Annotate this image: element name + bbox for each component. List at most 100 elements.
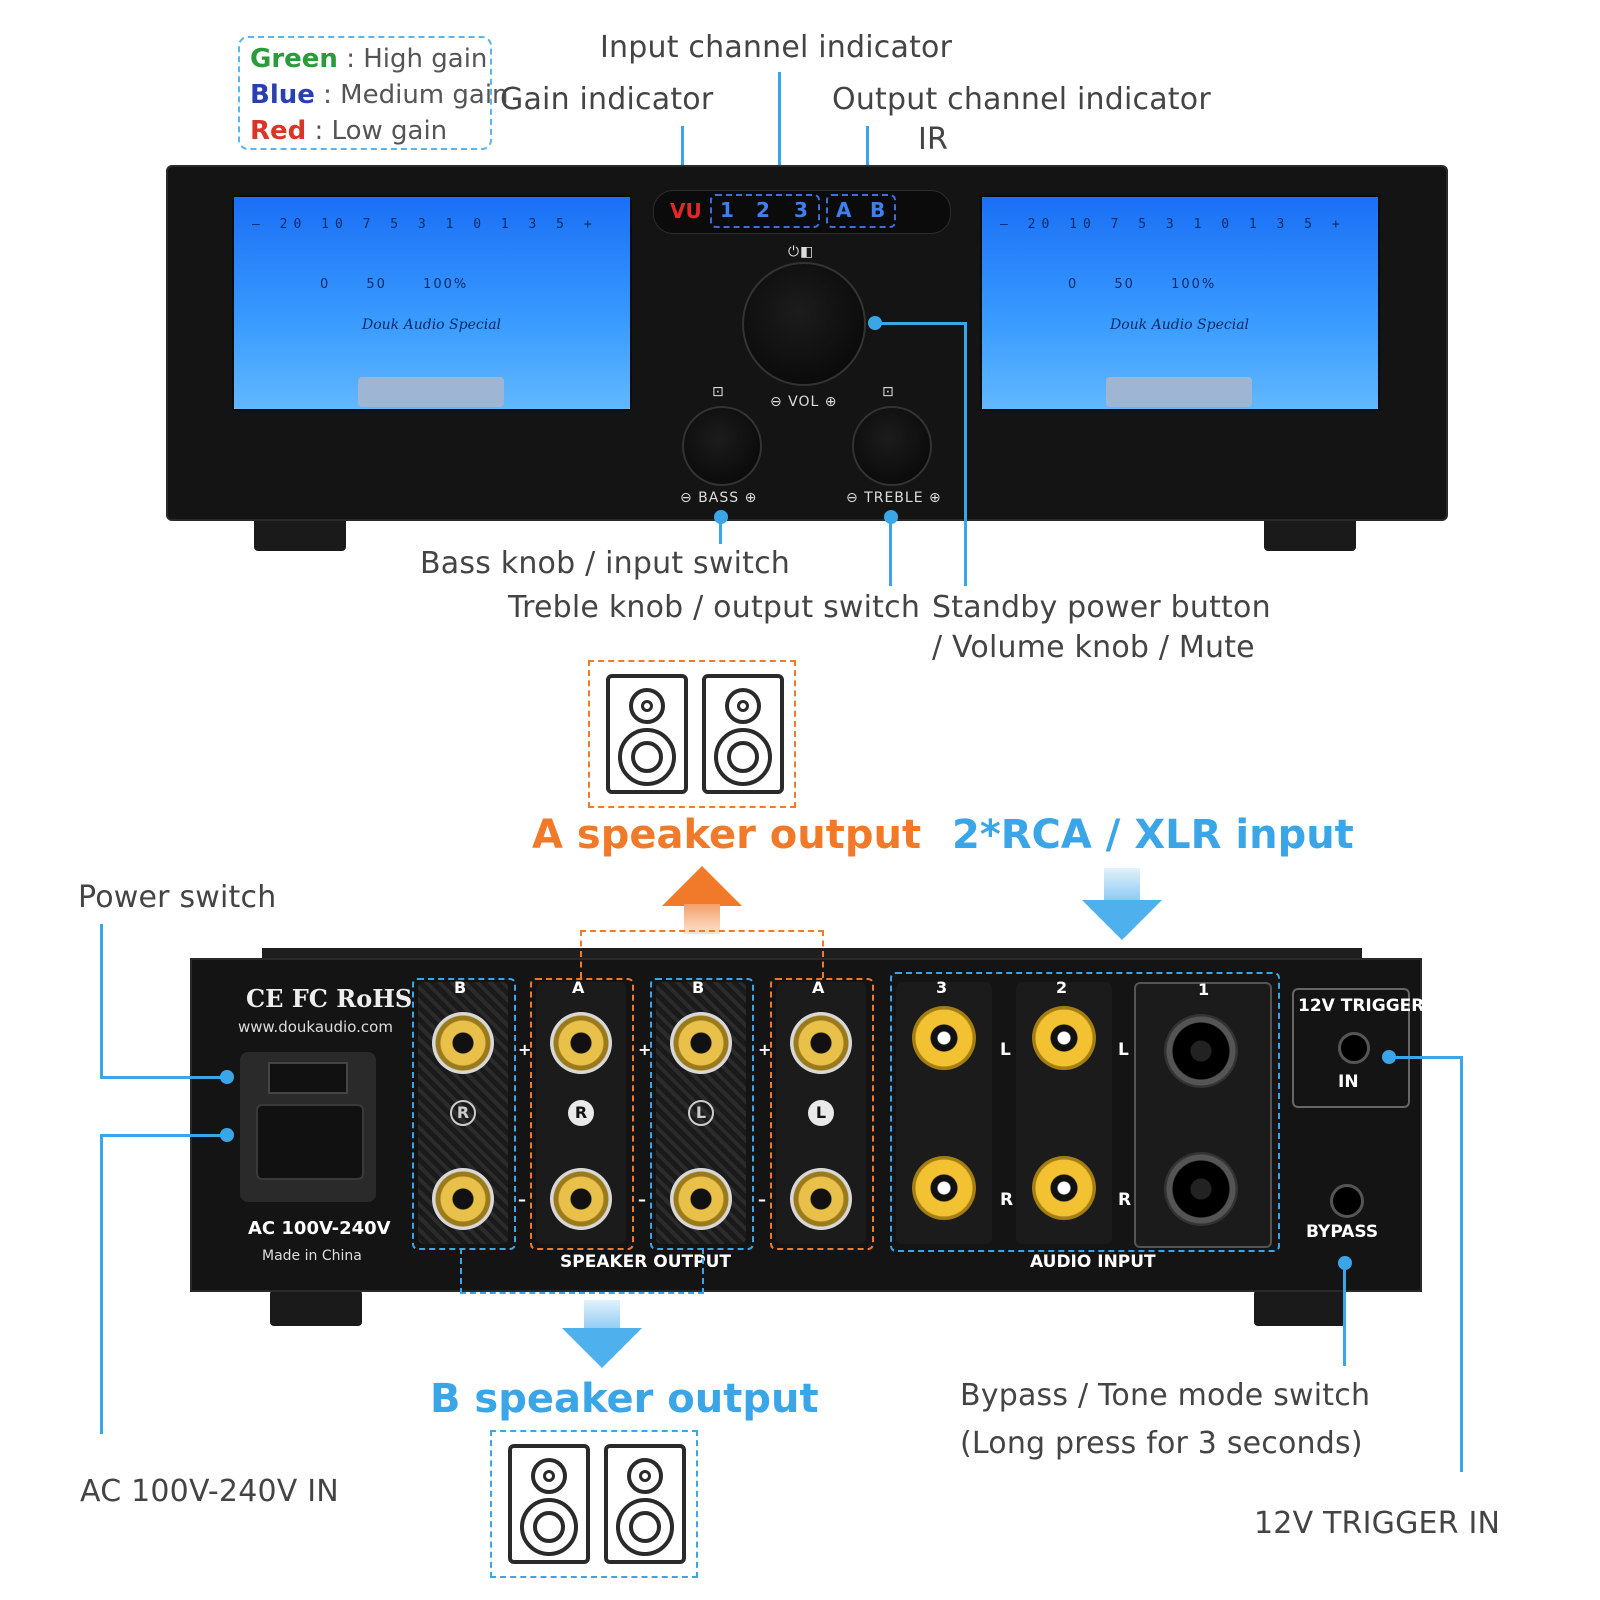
output-ch-a: A [836,198,852,222]
b-output-arrow-icon [562,1328,642,1368]
input-arrow-stem [1104,868,1140,900]
col-header: A [812,978,825,997]
cert-logos: CE FC RoHS ♲ [246,984,443,1013]
vu-percent-left: 0 50 100% [320,277,469,292]
rca-input-3-left[interactable] [912,1006,976,1070]
rca-input-2-left[interactable] [1032,1006,1096,1070]
binding-post-plus[interactable] [670,1012,732,1074]
col-header: B [692,978,705,997]
ac-leader-v [100,1134,103,1434]
speaker-column-a-left: A L [776,978,866,1244]
rca-column-2: 2 [1016,978,1112,1244]
vu-brand-left: Douk Audio Special [362,317,502,333]
speaker-icon [508,1444,590,1564]
treble-callout: Treble knob / output switch [508,590,921,625]
output-channel-indicator: A B [826,194,896,228]
speaker-output-label: SPEAKER OUTPUT [560,1252,731,1272]
output-icon: ⊡ [882,384,895,400]
binding-post-minus[interactable] [670,1168,732,1230]
ac-inlet[interactable] [256,1104,364,1180]
vu-brand-right: Douk Audio Special [1110,317,1250,333]
vu-meter-left: – 20 10 7 5 3 1 0 1 3 5 + 0 50 100% Douk… [232,195,632,411]
volume-leader-h [880,322,966,325]
vu-needle-base-left [358,377,504,407]
binding-post-plus[interactable] [432,1012,494,1074]
power-switch[interactable] [268,1062,348,1094]
trigger-leader-h [1392,1056,1462,1059]
trigger-in-label: IN [1338,1072,1359,1092]
trigger-dot [1382,1050,1396,1064]
binding-post-minus[interactable] [432,1168,494,1230]
input-header-2: 2 [1056,978,1068,997]
treble-dot [884,510,898,524]
binding-post-plus[interactable] [550,1012,612,1074]
vu-scale-left: – 20 10 7 5 3 1 0 1 3 5 + [252,217,598,232]
binding-post-minus[interactable] [790,1168,852,1230]
volume-dot [868,316,882,330]
input-header-3: 3 [936,978,948,997]
binding-post-minus[interactable] [550,1168,612,1230]
bass-knob[interactable] [682,406,762,486]
audio-input-group [890,972,1280,1252]
b-output-arrow-stem [584,1300,620,1330]
power-dot [220,1070,234,1084]
col-header: A [572,978,585,997]
trigger-callout: 12V TRIGGER IN [1254,1506,1501,1541]
rear-foot-right [1254,1290,1346,1326]
minus-sign: – [638,1190,646,1209]
treble-leader [889,520,892,586]
right-label: R [1000,1190,1014,1210]
bypass-callout-1: Bypass / Tone mode switch [960,1378,1371,1413]
bass-leader [719,520,722,544]
speaker-icon [606,674,688,794]
speaker-column-b-right: B R [418,978,508,1244]
volume-leader-v [964,322,967,586]
right-label: R [1118,1190,1132,1210]
standby-callout-2: / Volume knob / Mute [932,630,1255,665]
power-leader-v [100,924,103,1078]
gain-indicator-label: Gain indicator [500,82,714,117]
b-output-headline: B speaker output [430,1376,819,1422]
plus-sign: + [518,1040,532,1059]
speaker-icon [604,1444,686,1564]
a-output-bracket [580,930,824,978]
power-leader-h [100,1076,224,1079]
rca-xlr-headline: 2*RCA / XLR input [952,812,1354,858]
legend-red-text: : Low gain [314,116,448,146]
output-channel-label: Output channel indicator [832,82,1211,117]
trigger-jack[interactable] [1338,1032,1370,1064]
trigger-leader-v [1460,1056,1463,1472]
b-right-group [412,978,516,1250]
rca-column-3: 3 [896,978,992,1244]
speaker-icon [702,674,784,794]
bass-dot [714,510,728,524]
vu-needle-base-right [1106,377,1252,407]
a-output-arrow-stem [684,904,720,934]
channel-marker: R [568,1100,594,1126]
gain-legend: Green : High gain Blue : Medium gain Red… [238,36,509,150]
rca-input-2-right[interactable] [1032,1156,1096,1220]
plus-sign: + [758,1040,772,1059]
speaker-column-a-right: A R [536,978,626,1244]
binding-post-plus[interactable] [790,1012,852,1074]
input-leader [778,72,781,184]
xlr-input-left[interactable] [1164,1014,1238,1088]
xlr-input-right[interactable] [1164,1152,1238,1226]
bass-callout: Bass knob / input switch [420,546,791,581]
ac-rating: AC 100V-240V [248,1218,391,1239]
treble-knob[interactable] [852,406,932,486]
rear-top-edge [262,948,1362,960]
bass-label: ⊖ BASS ⊕ [680,490,758,506]
rca-input-3-right[interactable] [912,1156,976,1220]
left-label: L [1118,1040,1129,1060]
audio-input-label: AUDIO INPUT [1030,1252,1156,1272]
minus-sign: – [758,1190,766,1209]
vol-label: ⊖ VOL ⊕ [770,394,838,410]
legend-green-text: : High gain [346,44,488,74]
volume-knob[interactable] [742,262,866,386]
bypass-button[interactable] [1330,1184,1364,1218]
gain-leader [681,126,684,186]
input-ch-2: 2 [756,198,770,222]
front-foot-right [1264,515,1356,551]
bypass-callout-2: (Long press for 3 seconds) [960,1426,1363,1461]
